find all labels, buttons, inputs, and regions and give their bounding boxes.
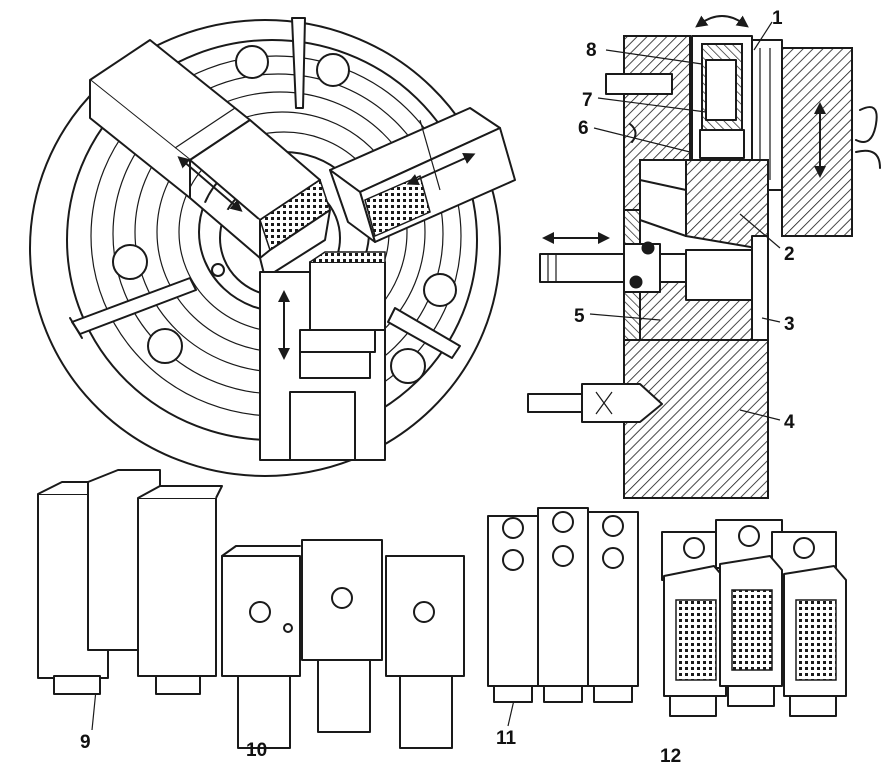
jaw-set-10 (221, 539, 465, 749)
label-5: 5 (574, 306, 585, 327)
label-7: 7 (582, 90, 593, 111)
jaw-set-9 (37, 469, 223, 695)
leader-lines (91, 21, 781, 731)
label-10: 10 (246, 740, 267, 761)
jaw-set-12 (661, 519, 847, 717)
label-12: 12 (660, 746, 681, 766)
label-11: 11 (496, 728, 517, 749)
label-3: 3 (784, 314, 795, 335)
jaw-top-left (89, 39, 331, 279)
label-8: 8 (586, 40, 597, 61)
jaw-set-11 (487, 507, 639, 703)
jaw-right (329, 107, 516, 243)
label-1: 1 (772, 8, 783, 29)
label-9: 9 (80, 732, 91, 753)
cross-section (527, 15, 881, 499)
label-6: 6 (578, 118, 589, 139)
label-4: 4 (784, 412, 795, 433)
label-2: 2 (784, 244, 795, 265)
jaw-bottom (259, 251, 386, 461)
